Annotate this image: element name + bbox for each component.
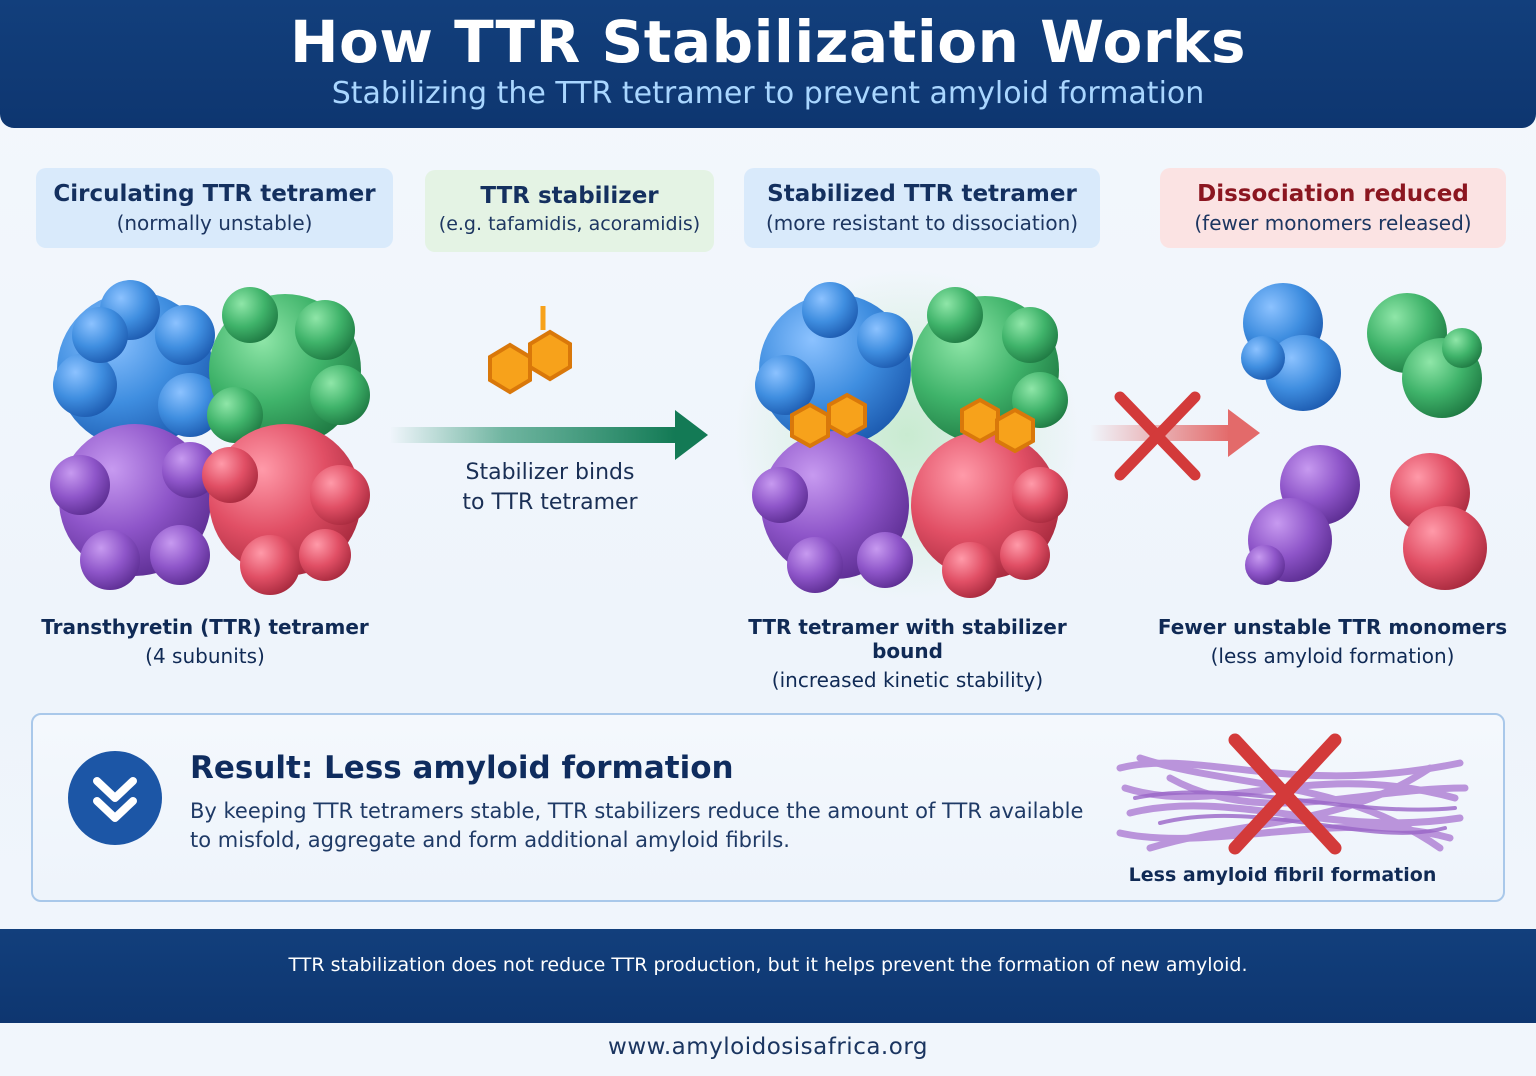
subunit-red xyxy=(911,431,1068,598)
label-heading: Stabilized TTR tetramer xyxy=(767,181,1077,207)
website-url: www.amyloidosisafrica.org xyxy=(608,1034,928,1060)
monomer-blue-illustration xyxy=(1241,283,1341,411)
cross-icon xyxy=(1228,733,1342,855)
caption-stabilized-tetramer: TTR tetramer with stabilizer bound (incr… xyxy=(710,615,1105,692)
label-sub: (normally unstable) xyxy=(116,211,313,235)
label-stabilizer: TTR stabilizer (e.g. tafamidis, acoramid… xyxy=(425,170,714,252)
result-title: Result: Less amyloid formation xyxy=(190,750,734,786)
caption-heading: Fewer unstable TTR monomers xyxy=(1157,615,1508,639)
amyloid-fibril-illustration xyxy=(1116,733,1469,855)
stabilized-tetramer-illustration xyxy=(735,270,1079,600)
page-title: How TTR Stabilization Works xyxy=(289,8,1247,76)
label-heading: TTR stabilizer xyxy=(480,183,659,209)
label-sub: (fewer monomers released) xyxy=(1194,211,1472,235)
page-subtitle: Stabilizing the TTR tetramer to prevent … xyxy=(331,76,1205,111)
binding-arrow xyxy=(390,410,708,460)
monomer-red-illustration xyxy=(1390,453,1487,590)
bound-stabilizer-icon xyxy=(960,397,1035,454)
footer-note: TTR stabilization does not reduce TTR pr… xyxy=(288,954,1248,976)
subunit-purple xyxy=(50,424,218,590)
caption-tetramer: Transthyretin (TTR) tetramer (4 subunits… xyxy=(40,615,370,668)
cross-icon xyxy=(1114,391,1201,481)
caption-heading: TTR tetramer with stabilizer bound xyxy=(748,615,1067,663)
subunit-blue xyxy=(53,280,222,448)
label-circulating-tetramer: Circulating TTR tetramer (normally unsta… xyxy=(36,168,393,248)
subunit-purple xyxy=(752,431,913,593)
monomer-green-illustration xyxy=(1367,293,1482,418)
label-dissociation-reduced: Dissociation reduced (fewer monomers rel… xyxy=(1160,168,1506,248)
label-heading: Circulating TTR tetramer xyxy=(53,181,376,207)
monomer-purple-illustration xyxy=(1245,445,1360,585)
arrow-label-line1: Stabilizer binds xyxy=(465,460,635,485)
subunit-red xyxy=(202,424,370,595)
result-body: By keeping TTR tetramers stable, TTR sta… xyxy=(190,799,1084,852)
caption-sub: (increased kinetic stability) xyxy=(771,668,1044,692)
fibril-caption: Less amyloid fibril formation xyxy=(1128,864,1437,886)
subunit-green xyxy=(207,287,370,446)
subunit-green xyxy=(911,287,1068,444)
stabilizer-molecule-icon xyxy=(488,306,572,395)
subunit-blue xyxy=(755,282,913,446)
label-stabilized-tetramer: Stabilized TTR tetramer (more resistant … xyxy=(744,168,1100,248)
caption-sub: (less amyloid formation) xyxy=(1210,644,1455,668)
footer-banner xyxy=(0,929,1536,1023)
label-heading: Dissociation reduced xyxy=(1197,181,1469,207)
header-banner xyxy=(0,0,1536,128)
label-sub: (more resistant to dissociation) xyxy=(765,211,1079,235)
caption-monomers: Fewer unstable TTR monomers (less amyloi… xyxy=(1150,615,1515,668)
double-chevron-down-icon xyxy=(68,751,162,845)
caption-heading: Transthyretin (TTR) tetramer xyxy=(41,615,369,639)
blocked-dissociation-arrow xyxy=(1090,391,1260,481)
arrow-label-line2: to TTR tetramer xyxy=(462,490,638,515)
ttr-tetramer-illustration xyxy=(50,280,370,595)
arrow-label: Stabilizer binds to TTR tetramer xyxy=(430,458,670,518)
caption-sub: (4 subunits) xyxy=(145,644,265,668)
label-sub: (e.g. tafamidis, acoramidis) xyxy=(438,213,701,235)
bound-stabilizer-icon xyxy=(790,392,867,449)
